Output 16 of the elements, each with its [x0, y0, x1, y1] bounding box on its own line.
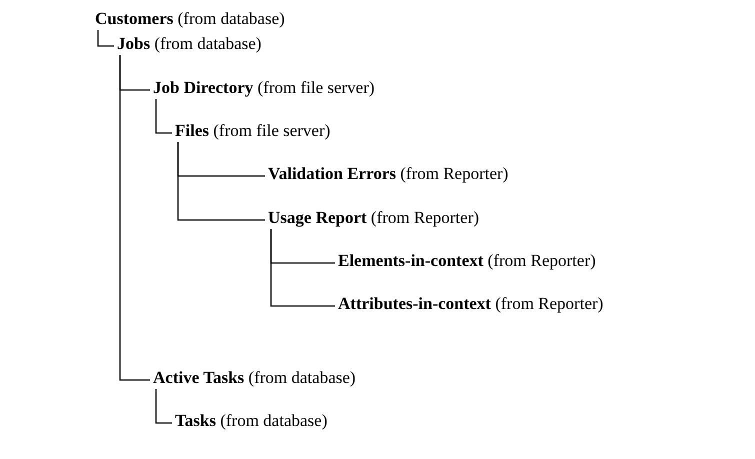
tree-item-label: Job Directory (from file server)	[153, 77, 375, 99]
tree-item-label: Usage Report (from Reporter)	[268, 207, 480, 229]
tree-connector	[155, 99, 172, 134]
tree-item-label: Tasks (from database)	[175, 410, 328, 432]
tree-connector	[155, 389, 172, 424]
tree-connector	[119, 55, 150, 381]
tree-connector	[177, 142, 265, 221]
tree-item-label: Customers (from database)	[95, 8, 285, 30]
tree-item-label: Attributes-in-context (from Reporter)	[338, 293, 604, 315]
tree-item-label: Active Tasks (from database)	[153, 367, 356, 389]
tree-connector	[97, 30, 114, 47]
tree-item-label: Jobs (from database)	[117, 33, 262, 55]
tree-item-label: Files (from file server)	[175, 120, 330, 142]
tree-item-label: Validation Errors (from Reporter)	[268, 163, 508, 185]
tree-item-label: Elements-in-context (from Reporter)	[338, 250, 596, 272]
tree-connector	[270, 229, 335, 307]
